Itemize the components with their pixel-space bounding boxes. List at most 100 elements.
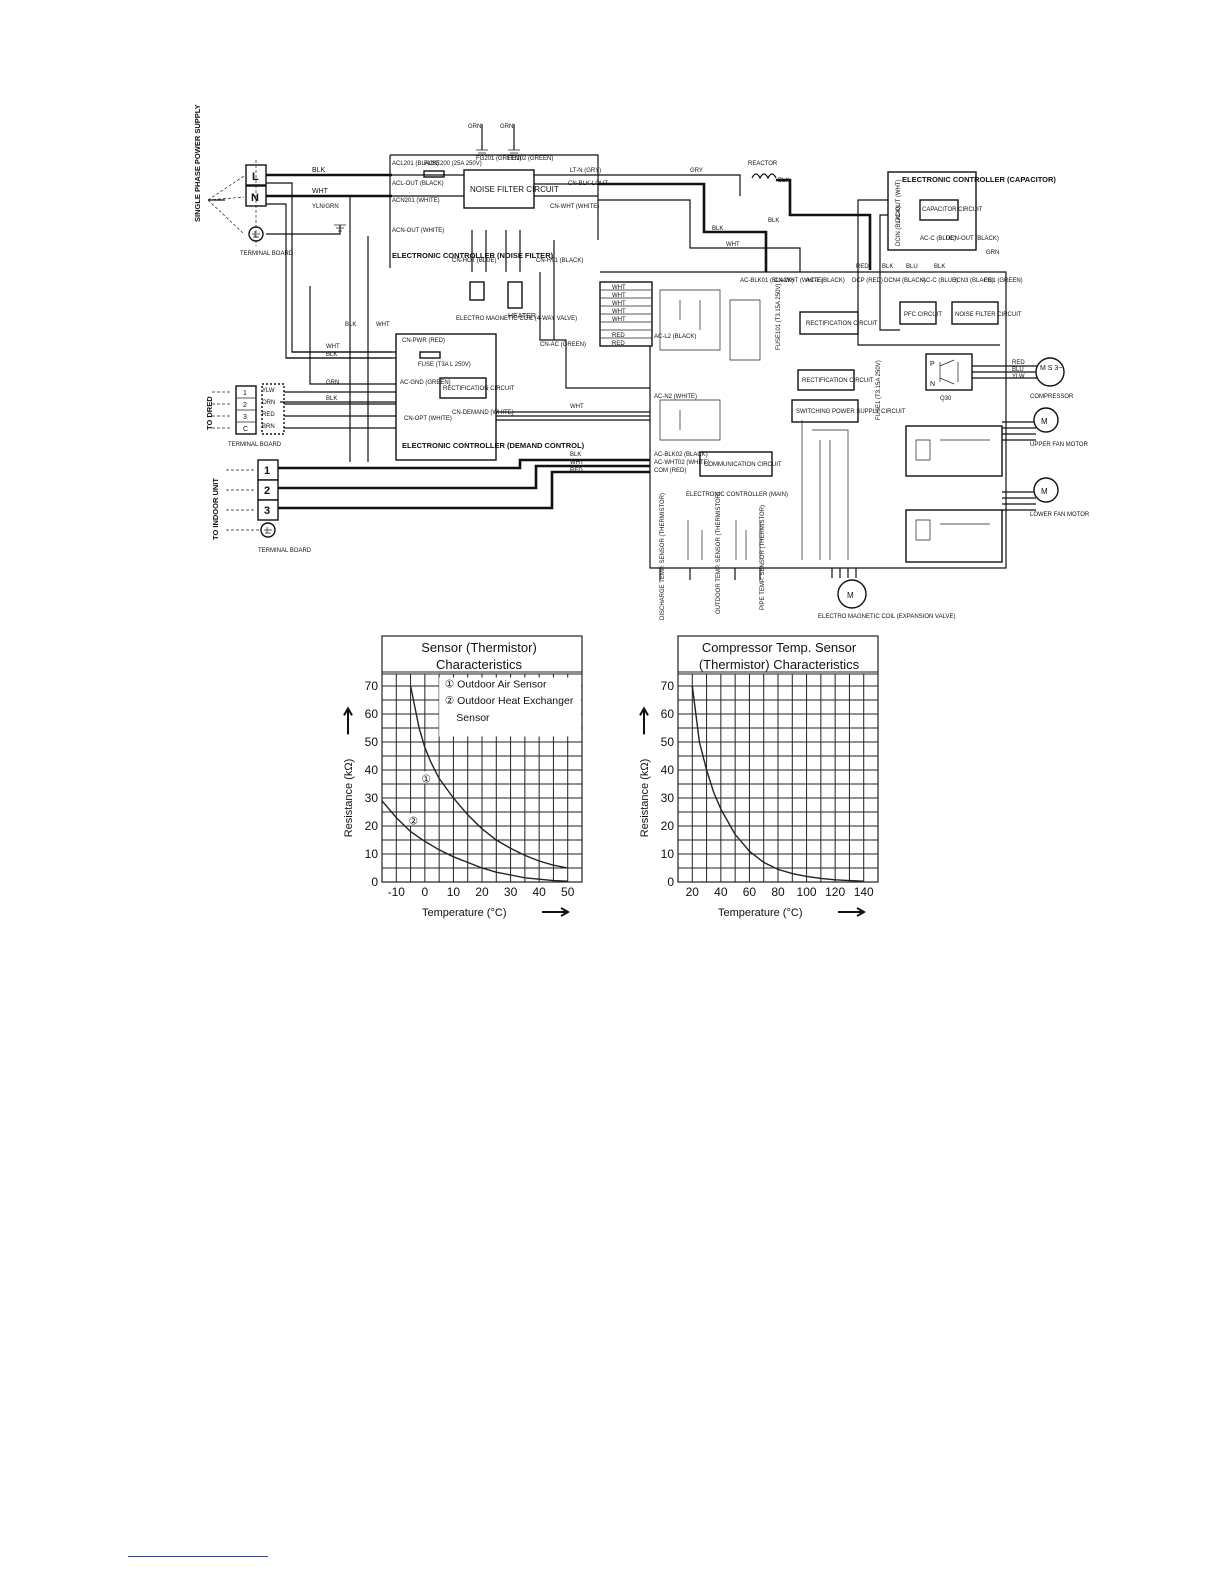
footer-link-underline xyxy=(128,1556,268,1557)
series-marker-bg xyxy=(420,771,433,784)
y-tick-label: 50 xyxy=(661,735,675,749)
wire-label-yln: YLN/GRN xyxy=(312,204,339,210)
wire-label-grn-1: GRN xyxy=(468,124,481,130)
main-dcp: DCP (RED) xyxy=(852,278,883,284)
ipm-n: N xyxy=(930,381,935,388)
main-fuse1: FUSE1 (T3.15A 250V) xyxy=(876,360,882,420)
cap-circuit: CAPACITOR CIRCUIT xyxy=(922,207,983,213)
wire-label-blk-indoor: BLK xyxy=(570,452,581,458)
main-rect1: RECTIFICATION CIRCUIT xyxy=(806,321,878,327)
chart2-xlabel: Temperature (°C) xyxy=(718,907,802,919)
main-title: ELECTRONIC CONTROLLER (MAIN) xyxy=(686,492,788,498)
x-tick-label: 30 xyxy=(504,885,518,899)
dred-terminal-c: C xyxy=(243,426,248,433)
main-comm: COMMUNICATION CIRCUIT xyxy=(704,462,782,468)
main-ac-l: AC-L (BLACK) xyxy=(806,278,845,284)
nf-acl-out: ACL-OUT (BLACK) xyxy=(392,181,444,187)
nf-cn-wht: CN-WHT (WHITE) xyxy=(550,204,599,210)
wire-label-grn-2: GRN xyxy=(500,124,513,130)
wire-label-red-cn1: RED xyxy=(612,333,625,339)
wiring-diagram: SINGLE PHASE POWER SUPPLY L N TERMINAL B… xyxy=(193,104,1090,620)
nf-acn201: ACN201 (WHITE) xyxy=(392,198,440,204)
wire-label-blk-left: BLK xyxy=(345,322,356,328)
wire-label-wht-dc1: WHT xyxy=(570,404,584,410)
y-tick-label: 20 xyxy=(661,819,675,833)
nf-lt-n: LT-N (GRY) xyxy=(570,168,601,174)
wire-label-wht-indoor: WHT xyxy=(570,460,584,466)
reactor-group: REACTOR GRY BLK BLK BLK WHT xyxy=(598,161,872,272)
x-tick-label: 120 xyxy=(825,885,845,899)
power-supply-title: SINGLE PHASE POWER SUPPLY xyxy=(193,104,202,222)
wire-label-gry: GRY xyxy=(690,168,703,174)
dred-terminal-2: 2 xyxy=(243,402,247,409)
chart1-legend-2-cont: Sensor xyxy=(456,712,490,724)
main-dcn3: DCN3 (BLACK) xyxy=(952,278,994,284)
y-tick-label: 70 xyxy=(365,679,379,693)
noise-filter-controller: ACL201 (BLACK) FUSE200 (25A 250V) FG201 … xyxy=(389,124,608,268)
wire-label-yel-comp: YLW xyxy=(1012,374,1025,380)
nf-fg202: FG202 (GREEN) xyxy=(508,156,553,162)
wire-label-red-comp: RED xyxy=(1012,360,1025,366)
main-connector-block: WHT WHT WHT WHT WHT RED RED xyxy=(599,281,653,347)
power-supply-group: SINGLE PHASE POWER SUPPLY L N TERMINAL B… xyxy=(193,104,294,257)
series-marker-1: ① xyxy=(422,773,431,785)
cap-dc-out: DC-OUT (WHT) xyxy=(896,179,902,222)
main-com-red: COM (RED) xyxy=(654,468,686,474)
dc-cn-demand: CN-DEMAND (WHITE) xyxy=(452,410,514,416)
main-switching: SWITCHING POWER SUPPLY CIRCUIT xyxy=(796,409,906,415)
ipm-label: Q30 xyxy=(940,396,952,402)
wire-label-red-right: RED xyxy=(856,264,869,270)
main-rect2: RECTIFICATION CIRCUIT xyxy=(802,378,874,384)
main-dcn4: DCN4 (BLACK) xyxy=(884,278,926,284)
y-tick-label: 60 xyxy=(365,707,379,721)
wire-label-wht-dc: WHT xyxy=(326,344,340,350)
wire-label-wht-cn5: WHT xyxy=(612,317,626,323)
y-tick-label: 10 xyxy=(365,847,379,861)
y-tick-label: 40 xyxy=(365,763,379,777)
y-tick-label: 70 xyxy=(661,679,675,693)
cap-dcn-out: DCN-OUT (BLACK) xyxy=(946,236,999,242)
dc-title: ELECTRONIC CONTROLLER (DEMAND CONTROL) xyxy=(402,441,585,450)
chart2-grid xyxy=(677,635,879,883)
wire-label-blu-comp: BLU xyxy=(1012,367,1024,373)
valve-heater-group: ELECTRO MAGNETIC COIL (4-WAY VALVE) HEAT… xyxy=(456,230,650,389)
to-dred-title: TO DRED xyxy=(205,396,214,430)
y-tick-label: 0 xyxy=(371,875,378,889)
wire-label-blk-dred: BLK xyxy=(326,396,337,402)
compressor-group: RED BLU YLW M S 3~ COMPRESSOR M UPPER FA… xyxy=(972,357,1090,518)
indoor-terminal-1: 1 xyxy=(264,465,270,477)
supply-board-label: TERMINAL BOARD xyxy=(240,251,294,257)
dred-terminal-1: 1 xyxy=(243,390,247,397)
wire-label-yel-dred: YLW xyxy=(262,388,275,394)
indoor-terminal-2: 2 xyxy=(264,485,270,497)
y-tick-label: 50 xyxy=(365,735,379,749)
nf-acn-out: ACN-OUT (WHITE) xyxy=(392,228,444,234)
indoor-terminal-3: 3 xyxy=(264,505,270,517)
dc-cn-pwr: CN-PWR (RED) xyxy=(402,338,445,344)
y-tick-label: 10 xyxy=(661,847,675,861)
cap-title: ELECTRONIC CONTROLLER (CAPACITOR) xyxy=(902,175,1056,184)
nf-cn-ht1: CN-HT1 (BLACK) xyxy=(536,258,583,264)
x-tick-label: 80 xyxy=(771,885,785,899)
main-ac-l2: AC-L2 (BLACK) xyxy=(654,334,696,340)
series-line-1 xyxy=(691,685,864,882)
reactor-label: REACTOR xyxy=(748,161,778,167)
capacitor-controller: ELECTRONIC CONTROLLER (CAPACITOR) CAPACI… xyxy=(857,171,1056,346)
main-ac-blk01: AC-BLK01 (BLACK) xyxy=(740,278,794,284)
dc-cn-opt: CN-OPT (WHITE) xyxy=(404,416,452,422)
chart1-ylabel-arrow xyxy=(343,706,353,735)
chart1-title-line1: Sensor (Thermistor) xyxy=(421,640,537,655)
wire-label-red-indoor: RED xyxy=(570,468,583,474)
main-ac-c: AC-C (BLUE) xyxy=(922,278,958,284)
x-tick-label: 10 xyxy=(447,885,461,899)
wire-label-blu-right: BLU xyxy=(906,264,918,270)
y-tick-label: 30 xyxy=(661,791,675,805)
y-tick-label: 20 xyxy=(365,819,379,833)
chart2-series xyxy=(691,685,864,882)
y-tick-label: 60 xyxy=(661,707,675,721)
nf-fg201: FG201 (GREEN) xyxy=(476,156,521,162)
demand-controller: CN-PWR (RED) FUSE (T3A L 250V) RECTIFICA… xyxy=(280,286,650,461)
chart2-title-line2: (Thermistor) Characteristics xyxy=(699,657,860,672)
compressor-motor-symbol: M S 3~ xyxy=(1040,365,1062,372)
